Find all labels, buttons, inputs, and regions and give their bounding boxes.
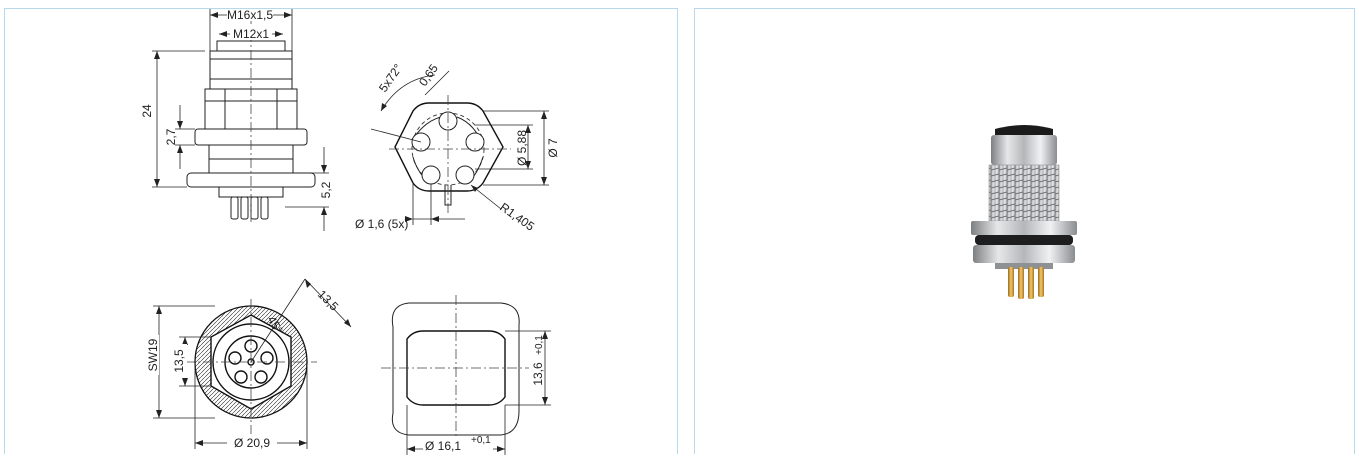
dim-hole-diameter: Ø 1,6 (5x) xyxy=(355,217,408,231)
dim-corner: 13,5 xyxy=(315,287,342,314)
dim-top-thread: M16x1,5 xyxy=(227,9,273,22)
product-photo-panel xyxy=(694,8,1355,454)
pin-base xyxy=(995,263,1053,269)
dim-cutout-width-tolerance: +0,1 xyxy=(471,435,491,446)
o-ring xyxy=(975,235,1073,245)
dim-pitch-diameter: Ø 5,88 xyxy=(515,130,529,166)
threaded-section xyxy=(989,165,1059,221)
lower-body xyxy=(973,245,1075,263)
connector-pins xyxy=(230,196,269,220)
black-insert xyxy=(995,125,1053,137)
dim-offset: 0,65 xyxy=(416,61,441,88)
dim-inner-thread: M12x1 xyxy=(233,27,269,41)
dim-wrench-size: SW19 xyxy=(146,338,160,371)
side-view: M16x1,5 M12x1 24 2,7 5,2 xyxy=(140,7,333,231)
front-pin-contacts xyxy=(228,339,274,384)
dim-pin-height: 5,2 xyxy=(319,181,333,198)
connector-top-cap xyxy=(216,40,286,52)
dim-front-outer-diameter: Ø 20,9 xyxy=(234,436,270,450)
dim-angle: 5x72° xyxy=(376,61,405,94)
panel-outline xyxy=(391,302,520,436)
dim-flange-height: 2,7 xyxy=(164,128,178,145)
front-view: 45° 13,5 SW19 13,5 Ø 20,9 xyxy=(145,278,352,450)
dim-outer-diameter: Ø 7 xyxy=(546,138,560,158)
technical-drawing: M16x1,5 M12x1 24 2,7 5,2 xyxy=(140,7,560,457)
dim-radius: R1,405 xyxy=(497,200,537,234)
pin-face-view: 5x72° 0,65 Ø 5,88 Ø 7 Ø 1,6 (5x) R1,405 xyxy=(355,61,560,234)
dim-cutout-height-tolerance: +0,1 xyxy=(534,335,545,355)
top-collar xyxy=(991,135,1057,165)
hex-flange xyxy=(971,221,1077,235)
dim-cutout-height: 13,6 xyxy=(531,362,545,386)
connector-photo xyxy=(971,125,1077,299)
technical-drawing-panel: M16x1,5 M12x1 24 2,7 5,2 xyxy=(4,7,678,457)
dim-cutout-width: Ø 16,1 xyxy=(425,439,461,453)
gold-pins xyxy=(1008,267,1044,299)
panel-cutout-view: 13,6 +0,1 Ø 16,1 +0,1 xyxy=(381,295,551,457)
dim-flat: 13,5 xyxy=(172,349,186,373)
dim-total-height: 24 xyxy=(140,104,154,118)
product-photo xyxy=(971,125,1077,299)
pin-face-contour xyxy=(412,116,484,182)
